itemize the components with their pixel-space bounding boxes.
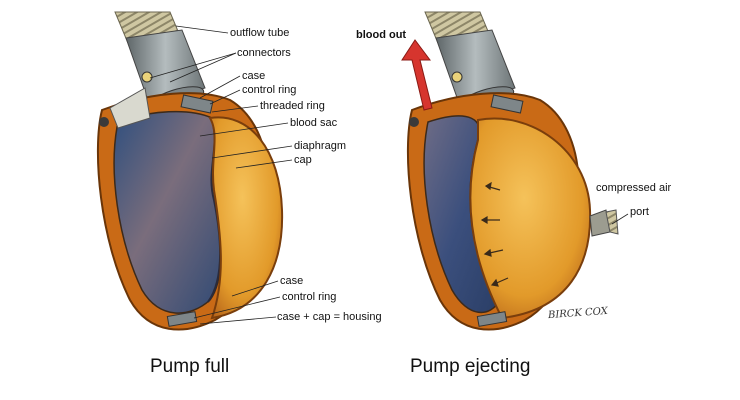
label-case-top: case <box>242 70 266 82</box>
label-housing-formula: case + cap = housing <box>277 311 382 323</box>
label-outflow-tube: outflow tube <box>230 27 290 39</box>
caption-pump-full: Pump full <box>150 356 230 377</box>
label-control-ring-top: control ring <box>242 84 297 96</box>
control-ring-bottom <box>166 311 198 327</box>
cap <box>469 117 592 320</box>
blood-out-arrow <box>401 39 433 111</box>
connector-bolt <box>451 71 463 83</box>
pump-full-illustration <box>96 11 284 331</box>
label-compressed-air: compressed air <box>596 182 672 194</box>
control-ring-bottom <box>476 311 508 327</box>
pressure-arrows <box>480 181 509 287</box>
label-case-bottom: case <box>280 275 304 287</box>
label-blood-out: blood out <box>356 29 407 41</box>
caption-pump-ejecting: Pump ejecting <box>410 356 531 377</box>
label-blood-sac: blood sac <box>290 117 338 129</box>
control-ring <box>490 94 524 114</box>
label-port: port <box>630 206 649 218</box>
bolt <box>409 117 419 127</box>
label-connectors: connectors <box>237 47 291 59</box>
connector-bolt <box>141 71 153 83</box>
label-diaphragm: diaphragm <box>294 140 346 152</box>
leader-lines-left <box>149 25 293 325</box>
leader-line-port <box>611 213 629 225</box>
valve <box>109 87 151 129</box>
label-threaded-ring: threaded ring <box>260 100 325 112</box>
pump-ejecting-illustration <box>401 11 619 331</box>
bolt <box>99 117 109 127</box>
cap <box>208 116 284 320</box>
label-cap: cap <box>294 154 312 166</box>
label-control-ring-bottom: control ring <box>282 291 337 303</box>
air-port-coupling <box>605 209 619 235</box>
control-ring <box>180 94 214 114</box>
